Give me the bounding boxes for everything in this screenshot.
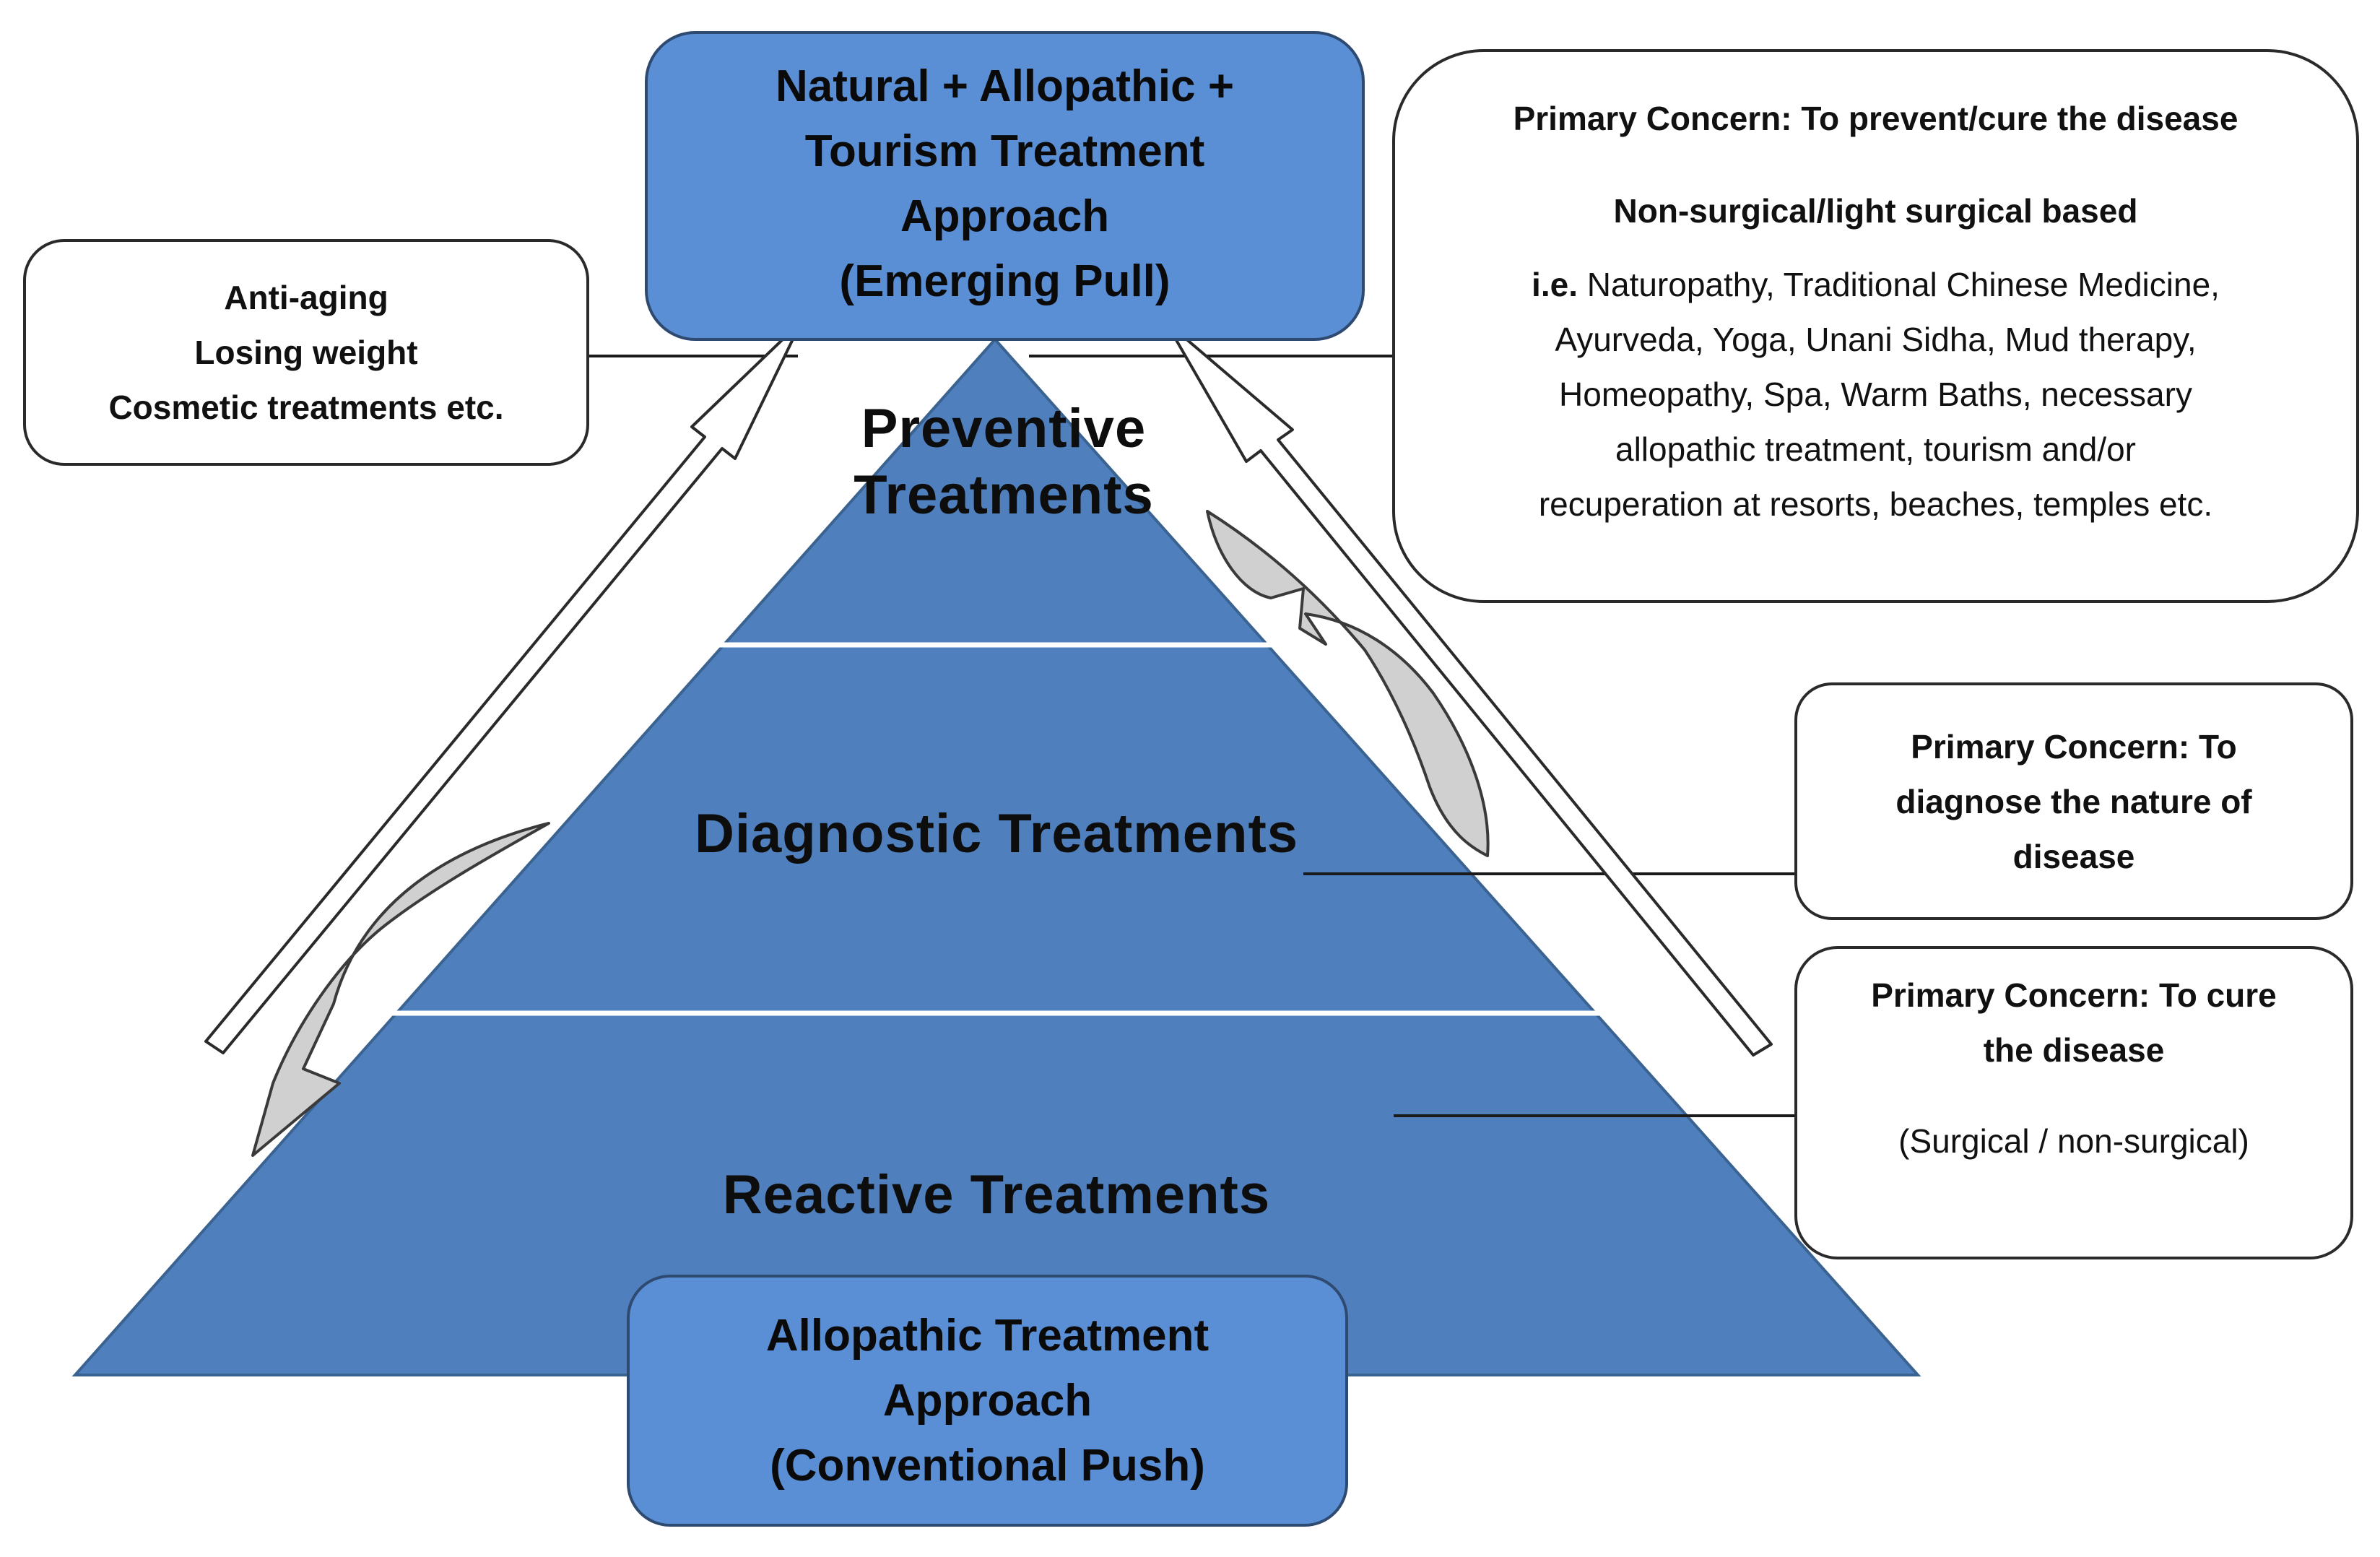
preventive-concern: Primary Concern: To prevent/cure the dis… xyxy=(1513,100,2238,137)
left-box-line3: Cosmetic treatments etc. xyxy=(108,389,504,426)
left-box-line2: Losing weight xyxy=(194,334,418,371)
top-approach-line1: Natural + Allopathic + xyxy=(775,61,1235,111)
reactive-note: (Surgical / non-surgical) xyxy=(1898,1122,2249,1160)
tier-preventive: Preventive Treatments xyxy=(758,394,1249,531)
tier-reactive: Reactive Treatments xyxy=(549,1155,1444,1235)
tier-preventive-line2: Treatments xyxy=(854,464,1154,526)
preventive-examples-line2: Ayurveda, Yoga, Unani Sidha, Mud therapy… xyxy=(1555,321,2197,358)
bottom-approach-text: Allopathic Treatment Approach (Conventio… xyxy=(628,1287,1347,1514)
pull-arrow-right xyxy=(1164,320,1773,1057)
preventive-examples-prefix: i.e. xyxy=(1532,266,1578,303)
preventive-box-text: Primary Concern: To prevent/cure the dis… xyxy=(1397,72,2354,578)
diagnostic-box-text: Primary Concern: To diagnose the nature … xyxy=(1796,693,2352,910)
left-box-line1: Anti-aging xyxy=(224,279,388,316)
tier-preventive-line1: Preventive xyxy=(861,398,1147,459)
preventive-examples-line4: allopathic treatment, tourism and/or xyxy=(1615,430,2137,468)
bottom-approach-line3: (Conventional Push) xyxy=(770,1440,1205,1491)
reactive-line2: the disease xyxy=(1983,1031,2165,1069)
reactive-line1: Primary Concern: To cure xyxy=(1871,976,2277,1014)
tier-diagnostic: Diagnostic Treatments xyxy=(549,794,1444,874)
top-approach-text: Natural + Allopathic + Tourism Treatment… xyxy=(646,43,1363,325)
preventive-examples-line3: Homeopathy, Spa, Warm Baths, necessary xyxy=(1559,376,2192,413)
left-box xyxy=(23,239,589,466)
bottom-approach-line2: Approach xyxy=(882,1375,1093,1426)
reactive-box xyxy=(1794,946,2353,1259)
preventive-examples-line5: recuperation at resorts, beaches, temple… xyxy=(1538,485,2213,523)
top-approach-line2: Tourism Treatment xyxy=(804,126,1205,176)
diagnostic-box xyxy=(1794,682,2353,920)
diagnostic-line2: diagnose the nature of xyxy=(1895,783,2252,820)
tier-diagnostic-label: Diagnostic Treatments xyxy=(694,803,1299,864)
diagnostic-line1: Primary Concern: To xyxy=(1911,728,2237,766)
preventive-basis: Non-surgical/light surgical based xyxy=(1613,192,2138,230)
preventive-examples-line1: i.e. Naturopathy, Traditional Chinese Me… xyxy=(1532,257,2220,312)
top-approach-box xyxy=(645,31,1365,341)
bottom-approach-box xyxy=(627,1275,1348,1527)
top-approach-line4: (Emerging Pull) xyxy=(839,256,1171,306)
top-approach-line3: Approach xyxy=(900,191,1110,241)
left-box-text: Anti-aging Losing weight Cosmetic treatm… xyxy=(25,248,588,457)
reactive-box-text: Primary Concern: To cure the disease (Su… xyxy=(1796,968,2352,1228)
preventive-examples-text1: Naturopathy, Traditional Chinese Medicin… xyxy=(1586,266,2220,303)
preventive-box xyxy=(1392,49,2359,603)
curved-arrow-left xyxy=(251,822,550,1157)
tier-reactive-label: Reactive Treatments xyxy=(722,1164,1271,1226)
pull-arrow-left xyxy=(204,320,803,1054)
bottom-approach-line1: Allopathic Treatment xyxy=(765,1310,1209,1361)
diagnostic-line3: disease xyxy=(2012,838,2135,875)
curved-arrow-right xyxy=(1206,510,1490,857)
